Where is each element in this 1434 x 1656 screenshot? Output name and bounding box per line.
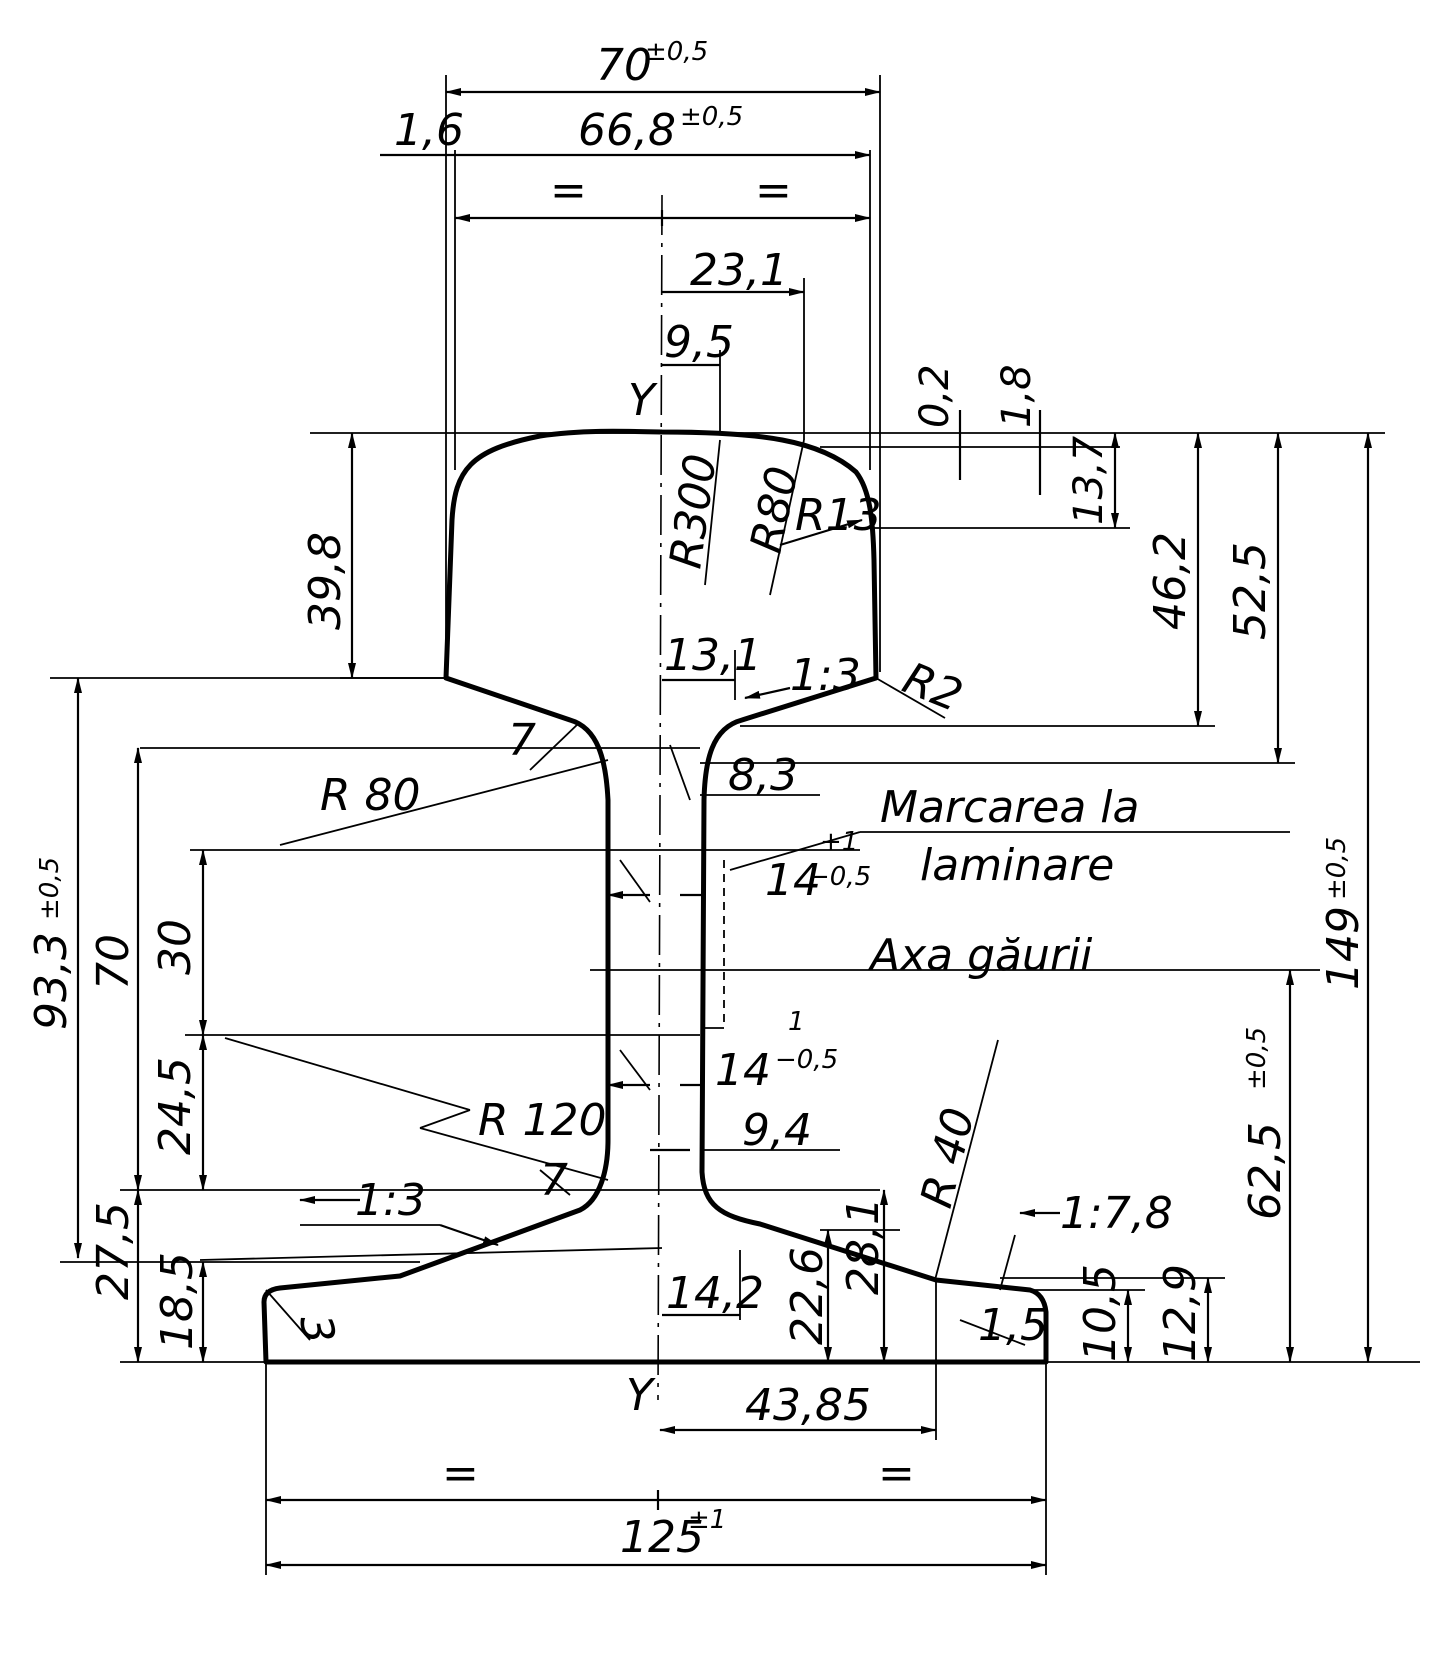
web-thickness-lower: 14 [715,1045,771,1096]
dim-66-8-tolerance: ±0,5 [680,102,743,132]
dim-23-1: 23,1 [690,245,788,296]
dim-52-5: 52,5 [1225,542,1276,640]
dim-13-1: 13,1 [664,630,762,681]
dim-14-2: 14,2 [666,1268,764,1319]
r40: R 40 [911,1103,985,1213]
dim-eq-bottom-left: = [442,1448,479,1499]
r120: R 120 [478,1095,607,1146]
web-upper-tol-minus: −0,5 [808,862,871,892]
dim-70-left: 70 [88,934,139,990]
dim-8-3: 8,3 [728,750,798,801]
rail-profile-outline [261,428,1049,1365]
r7-lower: 7 [540,1155,568,1206]
r7-upper: 7 [508,715,536,766]
dim-125: 125 [620,1512,704,1563]
slope-foot-right: 1:7,8 [1060,1188,1173,1239]
r300: R300 [660,451,726,572]
web-upper-tol-plus: +1 [820,827,858,857]
note-marking-line2: laminare [920,840,1114,891]
dim-46-2: 46,2 [1145,532,1196,630]
center-line-y [657,194,663,1401]
dim-eq-top-left: = [550,165,587,216]
dim-70: 70 [596,40,652,91]
dim-149-tolerance: ±0,5 [1322,837,1352,900]
dim-66-8: 66,8 [578,105,676,156]
dim-39-8: 39,8 [300,532,351,630]
dim-43-85: 43,85 [745,1380,871,1431]
dim-eq-bottom-right: = [878,1448,915,1499]
axis-label-top: Y [628,375,658,426]
dim-18-5: 18,5 [152,1252,203,1350]
dim-9-5: 9,5 [664,317,734,368]
dim-70-tolerance: ±0,5 [645,37,708,67]
axis-label-bottom: Y [626,1370,656,1421]
web-thickness-upper: 14 [765,855,821,906]
dim-10-5: 10,5 [1075,1264,1126,1362]
dim-13-7: 13,7 [1066,435,1112,525]
dim-62-5-tolerance: ±0,5 [1242,1027,1272,1090]
dim-27-5: 27,5 [88,1202,139,1300]
r80-web: R 80 [320,770,421,821]
dim-9-4: 9,4 [742,1105,812,1156]
dim-24-5: 24,5 [150,1057,201,1155]
dim-22-6: 22,6 [782,1247,833,1345]
r1-5: 1,5 [978,1300,1048,1351]
dim-30: 30 [150,919,201,975]
dim-0-2: 0,2 [912,364,958,428]
note-marking-line1: Marcarea la [880,782,1139,833]
dim-12-9: 12,9 [1155,1264,1206,1362]
dim-125-tolerance: ±1 [688,1505,726,1535]
dim-1-6: 1,6 [394,105,464,156]
dim-28-1: 28,1 [838,1197,889,1295]
slope-foot-left: 1:3 [355,1175,426,1226]
dim-149: 149 [1318,906,1369,990]
slope-head: 1:3 [790,650,861,701]
web-lower-tol-plus: 1 [788,1007,805,1037]
web-lower-tol-minus: −0,5 [775,1045,838,1075]
note-hole-axis: Axa găurii [867,930,1093,981]
dim-eq-top-right: = [755,165,792,216]
r3: 3 [289,1311,344,1347]
dim-93-3-tolerance: ±0,5 [35,857,65,920]
r2: R2 [896,653,969,722]
r13: R13 [795,490,882,541]
dim-62-5: 62,5 [1240,1122,1291,1220]
dim-93-3: 93,3 [26,932,77,1030]
dim-1-8: 1,8 [994,364,1040,428]
